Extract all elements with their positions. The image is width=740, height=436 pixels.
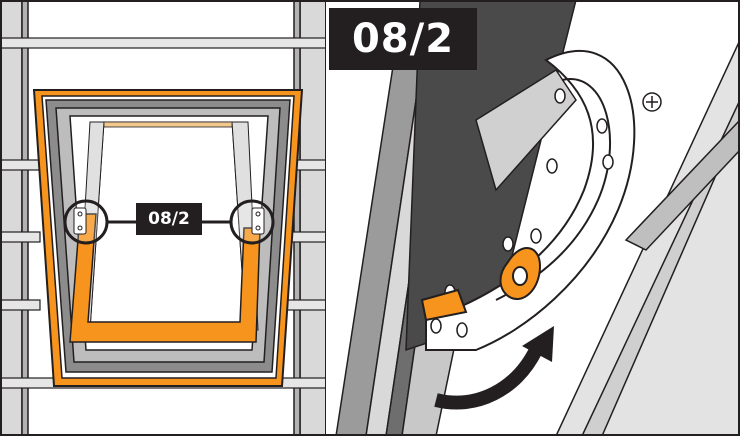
hinge-detail-right	[251, 207, 265, 235]
callout-step-label: 08/2	[136, 203, 202, 235]
roof-rafters	[0, 0, 326, 436]
window-overview-panel: 08/2	[0, 0, 326, 436]
step-number-badge: 08/2	[329, 8, 477, 70]
sash-frame-orange	[69, 213, 261, 343]
curved-arrow-icon	[434, 326, 554, 410]
window-overview-drawing	[0, 0, 326, 436]
lining-board	[555, 39, 740, 436]
orange-cam	[420, 247, 542, 322]
hinge-closeup-panel	[326, 0, 740, 436]
window-frame-outer	[32, 89, 304, 387]
hinge-detail-left	[73, 207, 87, 235]
hinge-closeup-drawing	[326, 0, 740, 436]
phillips-screw-icon	[642, 92, 662, 112]
